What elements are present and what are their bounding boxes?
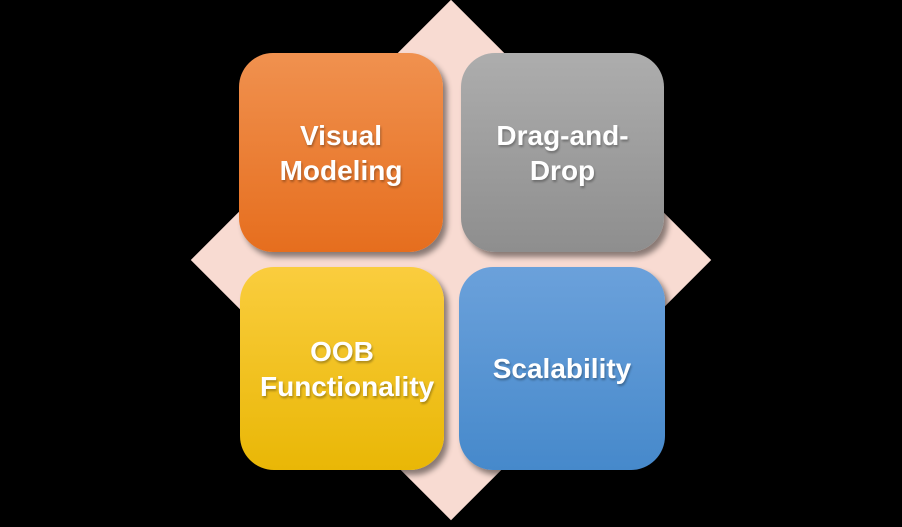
tile-drag-and-drop-label: Drag-and-Drop [496, 119, 629, 186]
tile-drag-and-drop: Drag-and-Drop [461, 53, 664, 252]
tile-visual-modeling-label: Visual Modeling [279, 119, 403, 186]
tile-oob-functionality-label: OOB Functionality [260, 335, 435, 402]
tile-oob-functionality: OOB Functionality [240, 267, 444, 470]
tile-visual-modeling: Visual Modeling [239, 53, 443, 252]
tile-scalability-label: Scalability [492, 353, 632, 384]
tile-scalability: Scalability [459, 267, 665, 470]
